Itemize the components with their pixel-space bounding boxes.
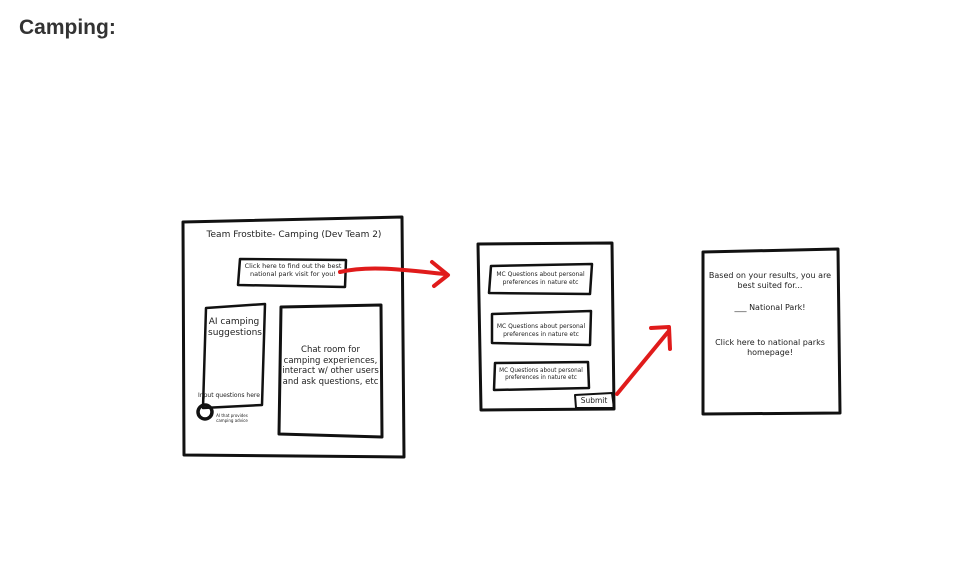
question-1[interactable]: MC Questions about personal preferences …	[496, 271, 585, 286]
result-park: ___ National Park!	[734, 303, 806, 312]
question-3-outline	[492, 360, 591, 392]
screen1-frame	[181, 215, 406, 459]
ai-panel-outline	[201, 302, 267, 410]
chat-room-outline	[277, 303, 384, 439]
screen3-frame	[701, 247, 842, 416]
ai-panel-label: AI camping suggestions	[208, 317, 262, 339]
homepage-link[interactable]: Click here to national parks homepage!	[715, 338, 825, 357]
ai-caption: AI that provides camping advice	[216, 413, 248, 423]
question-2[interactable]: MC Questions about personal preferences …	[496, 323, 586, 338]
arrowhead-2	[649, 325, 672, 351]
page-heading: Camping:	[19, 16, 116, 39]
arrowhead-1	[430, 260, 450, 288]
submit-button-outline	[574, 392, 615, 409]
chat-room-text[interactable]: Chat room for camping experiences, inter…	[282, 345, 379, 387]
submit-button[interactable]: Submit	[580, 396, 608, 405]
find-park-button[interactable]: Click here to find out the best national…	[244, 262, 342, 279]
ai-avatar-circle	[196, 403, 214, 421]
question-1-outline	[487, 262, 594, 296]
ai-question-input[interactable]: Input questions here	[198, 392, 260, 399]
screen1-title: Team Frostbite- Camping (Dev Team 2)	[206, 230, 382, 240]
arrow-to-questions	[338, 266, 447, 276]
question-2-outline	[490, 309, 593, 347]
result-intro: Based on your results, you are best suit…	[708, 271, 832, 290]
find-park-button-outline	[236, 257, 348, 289]
arrow-to-results	[615, 330, 670, 396]
question-3[interactable]: MC Questions about personal preferences …	[499, 368, 583, 382]
